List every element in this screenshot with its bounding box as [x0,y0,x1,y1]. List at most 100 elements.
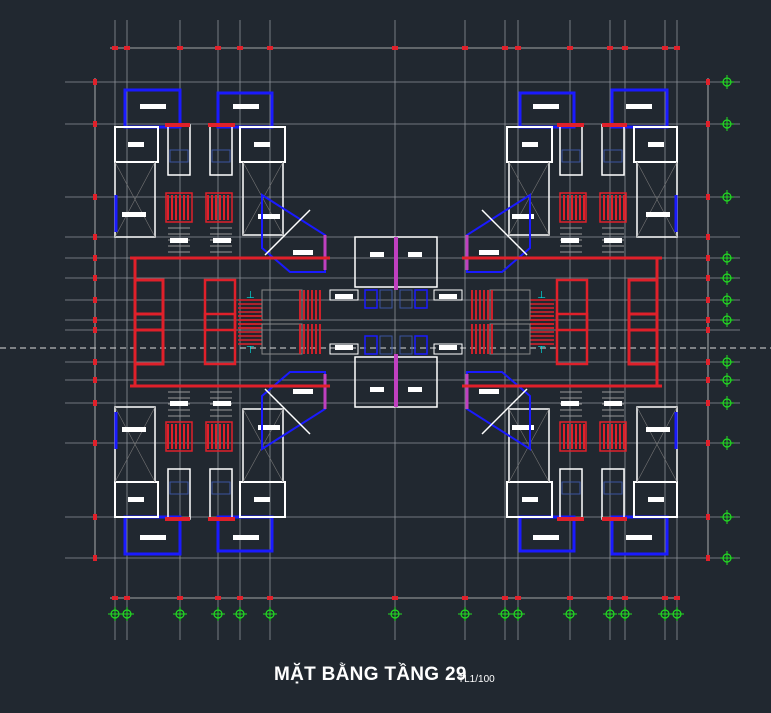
room-label-block [561,401,579,406]
axis-bubble-icon [720,313,734,327]
room-label-block [522,497,538,502]
elevator-symbol: ⊥ [537,290,546,301]
dimension-tick [502,596,508,600]
dimension-tick [124,596,130,600]
dimension-tick [93,359,97,365]
axis-bubble-icon [720,251,734,265]
room-label-block [626,104,652,109]
dimension-tick [93,514,97,520]
wing-diagonal [481,388,528,435]
room-label-block [122,427,146,432]
room-label-block [604,238,622,243]
balcony [216,515,274,553]
staircase [205,421,233,452]
building-quadrant: ⊥ [396,312,678,556]
dimension-tick [93,400,97,406]
axis-bubble-icon [563,607,577,621]
lift-shaft [261,323,303,355]
dimension-tick [706,514,710,520]
corridor-room [354,236,396,288]
dimension-tick [706,359,710,365]
room-label-block [479,389,499,394]
toilet-fixture [379,289,393,309]
axis-bubble-icon [173,607,187,621]
core-wall [203,312,237,366]
dimension-tick [706,555,710,561]
room-label-block [293,250,313,255]
staircase [599,421,627,452]
dimension-tick [93,555,97,561]
elevator-symbol: ⊥ [246,290,255,301]
dimension-tick [177,46,183,50]
room-label-block [604,401,622,406]
dimension-tick [93,234,97,240]
axis-bubble-icon [720,396,734,410]
toilet-fixture [414,289,428,309]
corridor-room [433,343,463,355]
room-label-block [522,142,538,147]
room-label-block [561,238,579,243]
balcony [518,515,576,553]
dimension-tick [112,596,118,600]
room-label-block [140,104,166,109]
dimension-tick [462,46,468,50]
bathtub [169,481,189,495]
room-label-block [254,497,270,502]
staircase [165,192,193,223]
balcony [518,91,576,129]
core-wall [555,278,589,332]
drawing-scale: TL1/100 [458,674,495,685]
dimension-tick [515,46,521,50]
axis-bubble-icon [720,117,734,131]
dimension-tick [462,596,468,600]
dimension-tick [706,327,710,333]
dimension-tick [622,596,628,600]
dimension-tick [93,440,97,446]
corridor-room [433,289,463,301]
dimension-tick [215,46,221,50]
axis-bubble-icon [511,607,525,621]
dimension-tick [622,46,628,50]
room-label-block [140,535,166,540]
axis-bubble-icon [670,607,684,621]
lift-shaft [261,289,303,321]
dimension-tick [662,46,668,50]
void-diagonal [636,406,678,483]
axis-bubble-icon [233,607,247,621]
bathtub [603,149,623,163]
room-label-block [646,427,670,432]
toilet-fixture [364,289,378,309]
staircase [559,192,587,223]
dimension-tick [502,46,508,50]
dimension-tick [215,596,221,600]
core-wall [627,278,659,332]
building-quadrant: ⊥ [114,312,396,556]
elevator-symbol: ⊥ [537,343,546,354]
dimension-tick [706,234,710,240]
room-label-block [370,252,384,257]
dimension-tick [706,377,710,383]
dimension-tick [607,46,613,50]
wing-diagonal [264,209,311,256]
dimension-tick [706,297,710,303]
axis-bubble-icon [720,436,734,450]
axis-bubble-icon [720,271,734,285]
void-diagonal [114,161,156,238]
axis-bubble-icon [720,510,734,524]
staircase [559,421,587,452]
dimension-tick [237,46,243,50]
lift-shaft [489,289,531,321]
room-label-block [370,387,384,392]
void-diagonal [636,161,678,238]
corridor-room [396,356,438,408]
room-label-block [170,401,188,406]
bathtub [561,481,581,495]
drawing-title: MẶT BẰNG TẦNG 29 [274,664,467,685]
dimension-tick [706,440,710,446]
dimension-tick [706,317,710,323]
dimension-tick [706,255,710,261]
core-wall [627,312,659,366]
dimension-tick [237,596,243,600]
